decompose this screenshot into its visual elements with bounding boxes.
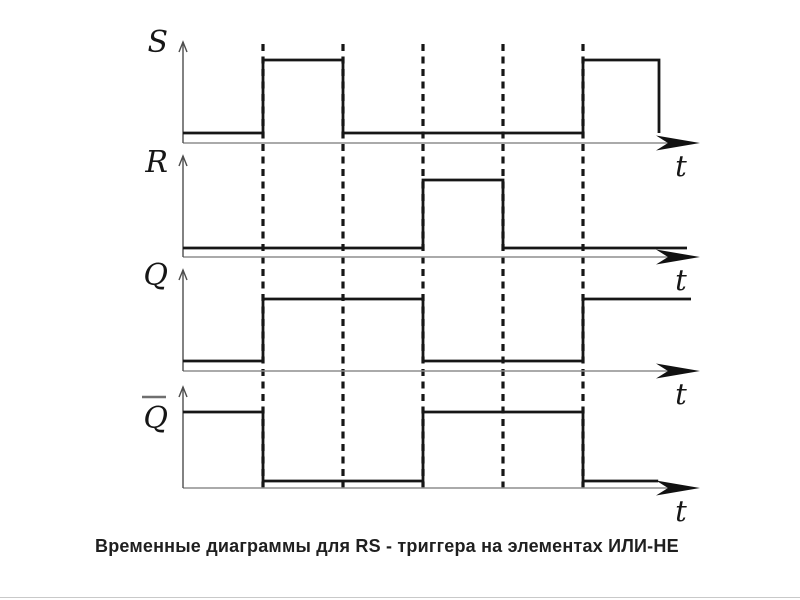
signal-label-q-inv: Q <box>143 401 168 436</box>
t-axis-label: t <box>675 377 687 411</box>
value-axis-arrowhead-icon <box>178 385 188 398</box>
time-axis-arrowhead-icon <box>656 249 700 265</box>
t-axis-label: t <box>675 263 687 297</box>
time-axis-arrowhead-icon <box>656 363 700 379</box>
signal-label-q: Q <box>143 258 168 293</box>
value-axis-arrowhead-icon <box>178 40 188 53</box>
value-axis-arrowhead-icon <box>178 154 188 167</box>
time-axis-arrowhead-icon <box>656 480 700 496</box>
slide-bottom-border <box>0 597 800 598</box>
signal-label-r: R <box>144 145 168 180</box>
waveform-q <box>183 297 691 363</box>
time-axis-arrowhead-icon <box>656 135 700 151</box>
value-axis-arrowhead-icon <box>178 268 188 281</box>
waveform-s <box>183 58 661 135</box>
t-axis-label: t <box>675 149 687 183</box>
diagram-caption: Временные диаграммы для RS - триггера на… <box>95 536 679 556</box>
waveform-r <box>183 178 687 250</box>
t-axis-label: t <box>675 494 687 528</box>
signal-label-s: S <box>147 25 168 60</box>
waveform-q-inv <box>183 410 659 483</box>
